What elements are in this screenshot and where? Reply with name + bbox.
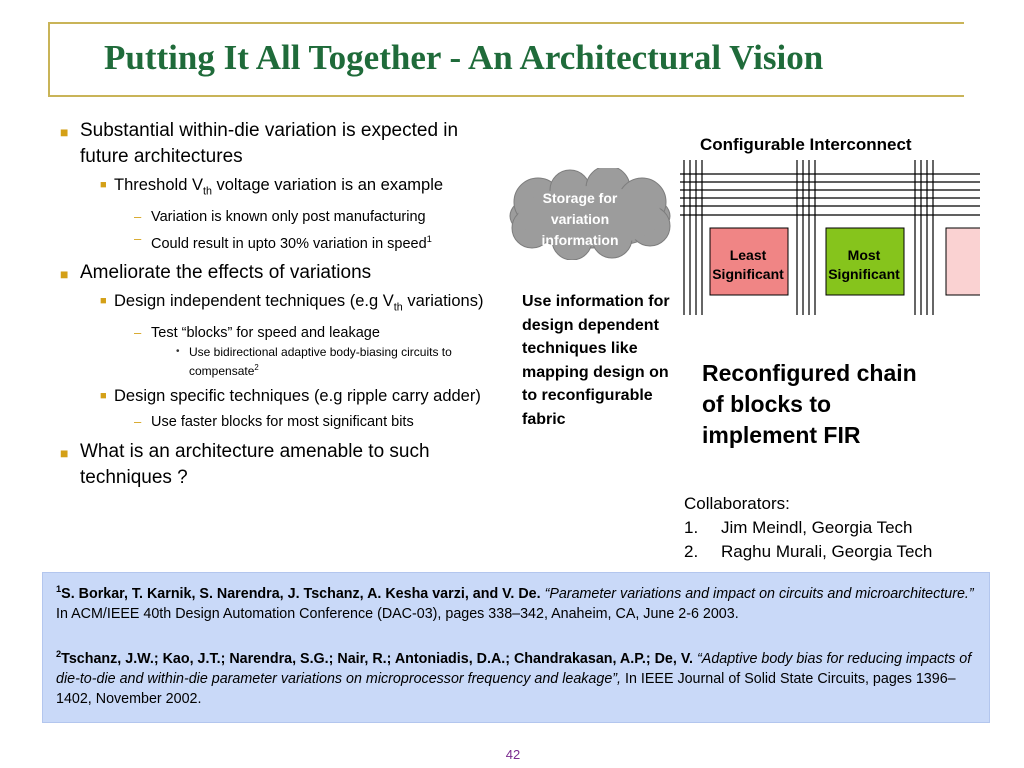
reference-source: In ACM/IEEE 40th Design Automation Confe… [56, 605, 739, 622]
dash-bullet-icon: – [134, 209, 142, 225]
least-significant-block [709, 227, 789, 296]
square-bullet-icon: ■ [100, 295, 107, 308]
bullet-body-biasing: • Use bidirectional adaptive body-biasin… [58, 344, 508, 379]
title-frame-top-rule [48, 22, 964, 24]
reference-2: 2Tschanz, J.W.; Kao, J.T.; Narendra, S.G… [56, 644, 980, 709]
square-bullet-icon: ■ [100, 390, 107, 403]
square-bullet-icon: ■ [60, 266, 69, 283]
bullet-text: Ameliorate the effects of variations [80, 262, 372, 284]
square-bullet-icon: ■ [60, 445, 69, 462]
unused-block [945, 227, 980, 296]
reference-title: “Adaptive body bias for reducing impacts… [56, 650, 972, 687]
collaborator-number: 1. [684, 518, 699, 537]
collaborator-number: 2. [684, 542, 699, 561]
cloud-icon [509, 168, 671, 260]
citation-2: 2 [254, 363, 259, 373]
collaborator-item: 1. Jim Meindl, Georgia Tech [684, 516, 932, 540]
interconnect-fabric-diagram [680, 160, 980, 315]
reconfigured-chain-text: Reconfigured chain of blocks to implemen… [702, 360, 917, 448]
bullet-text-post: voltage variation is an example [211, 176, 444, 194]
slide-title: Putting It All Together - An Architectur… [104, 38, 824, 77]
collaborators-list: Collaborators: 1. Jim Meindl, Georgia Tec… [684, 492, 932, 564]
bullet-test-blocks: – Test “blocks” for speed and leakage [58, 322, 508, 344]
bullet-design-specific: ■ Design specific techniques (e.g ripple… [58, 385, 508, 408]
reference-source: In IEEE Journal of Solid State Circuits,… [56, 670, 956, 707]
interconnect-title: Configurable Interconnect [700, 135, 912, 154]
reference-spacer [56, 624, 980, 644]
bullet-ameliorate: ■ Ameliorate the effects of variations [58, 260, 508, 286]
collaborator-name: Jim Meindl, Georgia Tech [721, 518, 913, 537]
bullet-text: Design specific techniques (e.g ripple c… [114, 387, 481, 406]
bullet-text-pre: Threshold V [114, 176, 203, 194]
reference-number: 2 [56, 648, 62, 659]
reference-number: 1 [56, 584, 62, 594]
bullet-text: What is an architecture amenable to such… [80, 441, 430, 489]
bullet-within-die-variation: ■ Substantial within-die variation is ex… [58, 118, 508, 170]
citation-1: 1 [426, 233, 432, 245]
collaborators-heading: Collaborators: [684, 494, 790, 513]
bullet-text: Could result in upto 30% variation in sp… [151, 236, 427, 253]
least-significant-label: Least Significant [712, 247, 784, 282]
collaborator-item: 2. Raghu Murali, Georgia Tech [684, 540, 932, 564]
title-frame-left-rule [48, 22, 50, 96]
subscript-th: th [202, 185, 212, 198]
bullet-text: Use faster blocks for most significant b… [151, 414, 414, 431]
bullet-threshold-voltage: ■ Threshold Vth voltage variation is an … [58, 174, 508, 203]
reference-authors: S. Borkar, T. Karnik, S. Narendra, J. Ts… [61, 585, 541, 602]
title-frame-bottom-rule [48, 95, 964, 97]
bullet-text: Test “blocks” for speed and leakage [151, 325, 380, 342]
square-bullet-icon: ■ [100, 179, 107, 191]
most-significant-block [825, 227, 905, 296]
dash-bullet-icon: – [134, 325, 142, 341]
references-box: 1S. Borkar, T. Karnik, S. Narendra, J. T… [42, 572, 990, 723]
page-number: 42 [505, 747, 521, 762]
dash-bullet-icon: – [134, 414, 142, 430]
bullet-text: Variation is known only post manufacturi… [151, 209, 426, 226]
bullet-architecture-question: ■ What is an architecture amenable to su… [58, 439, 508, 491]
dot-bullet-icon: • [176, 346, 180, 358]
reference-authors: Tschanz, J.W.; Kao, J.T.; Narendra, S.G.… [61, 650, 694, 667]
most-significant-label: Most Significant [828, 247, 900, 282]
square-bullet-icon: ■ [60, 124, 69, 140]
reference-1: 1S. Borkar, T. Karnik, S. Narendra, J. T… [56, 579, 980, 624]
bullet-list: ■ Substantial within-die variation is ex… [58, 118, 508, 495]
cloud-storage-label: Storage for variation information [541, 190, 619, 248]
dash-bullet-icon: – [134, 231, 142, 247]
bullet-text: Use bidirectional adaptive body-biasing … [189, 345, 452, 379]
bullet-design-independent: ■ Design independent techniques (e.g Vth… [58, 290, 508, 319]
bullet-speed-variation: – Could result in upto 30% variation in … [58, 228, 508, 255]
bullet-faster-blocks: – Use faster blocks for most significant… [58, 411, 508, 433]
bullet-text: Substantial within-die variation is expe… [80, 120, 459, 167]
bullet-post-manufacturing: – Variation is known only post manufactu… [58, 206, 508, 228]
use-information-text: Use information for design dependent tec… [522, 293, 670, 428]
subscript-th: th [393, 301, 403, 314]
bullet-text-post: variations) [402, 292, 484, 311]
collaborator-name: Raghu Murali, Georgia Tech [721, 542, 933, 561]
bullet-text-pre: Design independent techniques (e.g V [114, 292, 394, 311]
reference-title: “Parameter variations and impact on circ… [544, 585, 974, 602]
